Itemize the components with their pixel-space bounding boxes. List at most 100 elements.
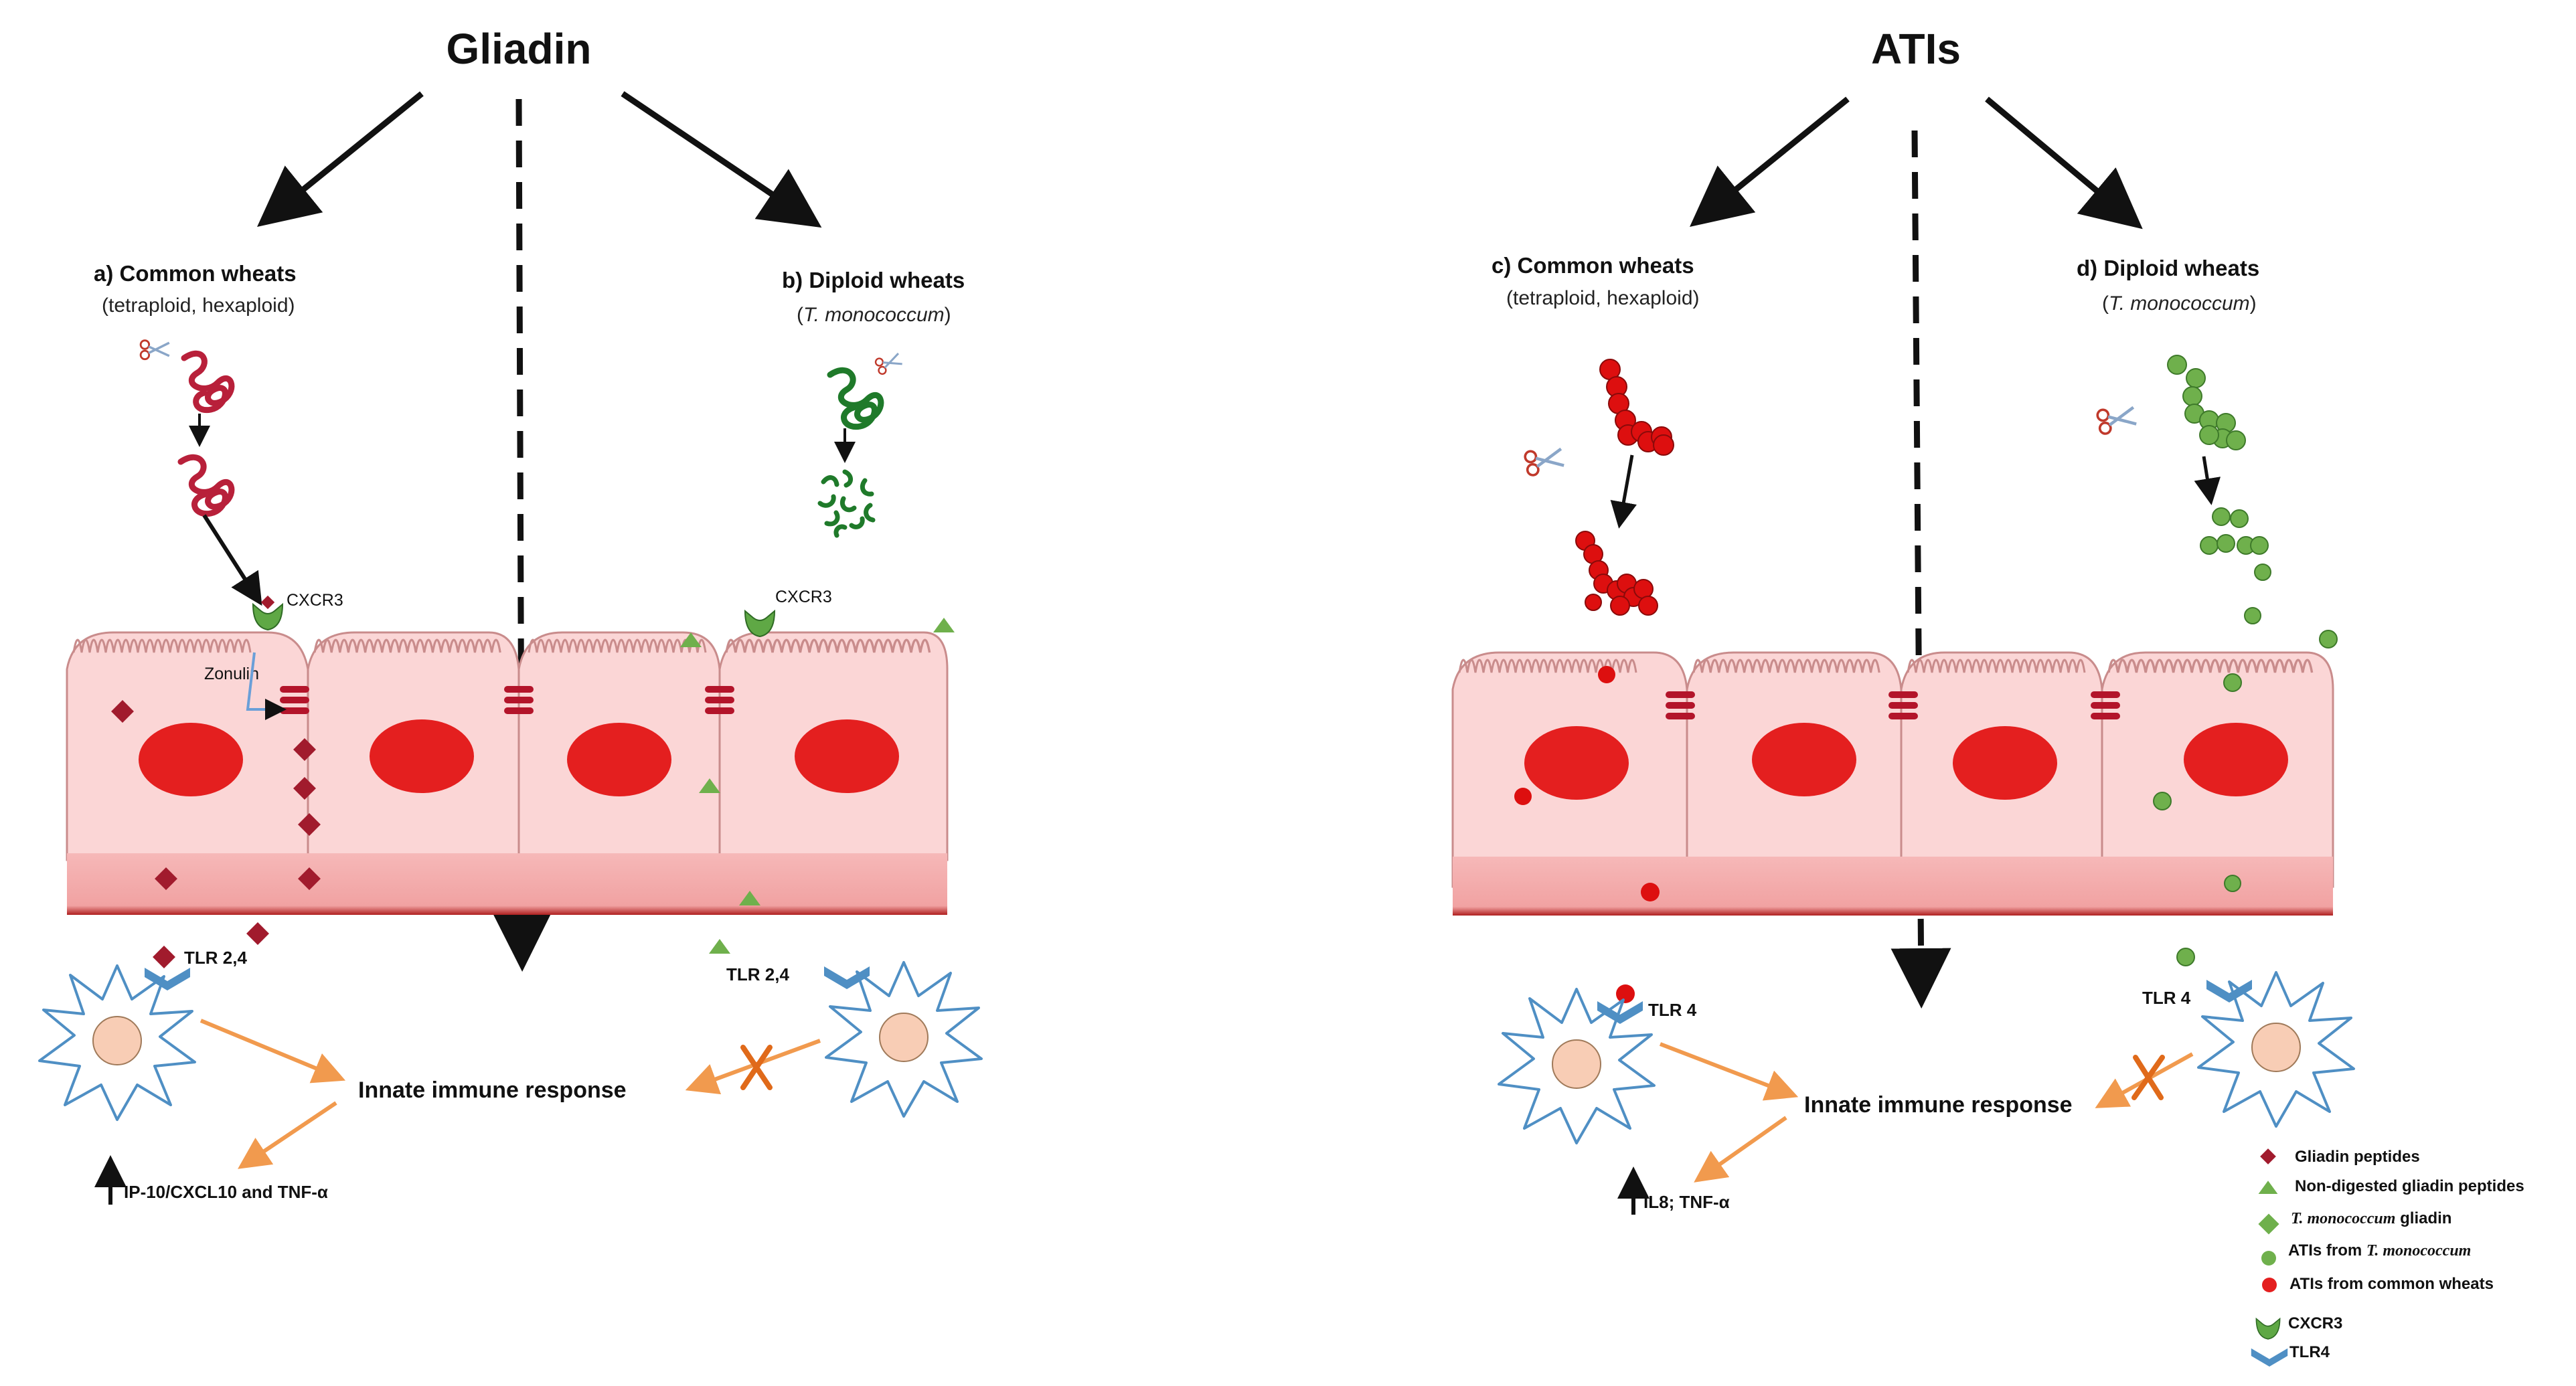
cell-nucleus [1953, 726, 2057, 800]
tlr-label-left-atis: TLR 4 [1648, 1000, 1697, 1020]
digested-gliadin-fragments [817, 469, 876, 538]
tlr-label-right-atis: TLR 4 [2142, 988, 2191, 1008]
gliadin-protein-coil-red-2 [177, 454, 235, 517]
dendritic-cell-left [38, 964, 196, 1121]
non-digested-peptide [933, 618, 955, 632]
note-d-species-name: T. monococcum [2109, 292, 2250, 315]
legend-label-text: ATIs from [2288, 1241, 2366, 1260]
legend-item: ATIs from common wheats [2262, 1275, 2494, 1293]
gliadin-peptide-bound [260, 595, 275, 610]
zonulin-signal-arrow [246, 652, 287, 720]
cell-nucleus [370, 719, 474, 793]
immune-arrow [238, 1101, 337, 1169]
cxcr3-icon [2255, 1318, 2281, 1340]
tlr4-icon [2251, 1348, 2288, 1367]
legend-item: T. monococcum gliadin [2258, 1209, 2451, 1235]
tight-junction [504, 686, 534, 714]
scissors-icon [139, 339, 171, 361]
gliadin-peptide [153, 946, 175, 968]
ati-fragments-red [1575, 531, 1658, 616]
tight-junction [280, 686, 309, 714]
gliadin-title: Gliadin [447, 25, 592, 73]
legend-item: TLR4 [2251, 1343, 2330, 1367]
legend-label: CXCR3 [2288, 1314, 2342, 1332]
note-d-species: (T. monococcum) [2102, 292, 2257, 315]
cell-nucleus [1752, 723, 1856, 796]
arrow-to-common-wheats-atis [1690, 96, 1850, 227]
innate-immune-response-label: Innate immune response [358, 1077, 627, 1103]
red-dot-icon [2262, 1278, 2277, 1292]
ati-fragments-green [2200, 507, 2271, 581]
note-a-ploidy: (tetraploid, hexaploid) [102, 294, 295, 317]
cytokines-label-atis: IL8; TNF-α [1643, 1192, 1730, 1212]
tight-junction [1666, 691, 1695, 719]
note-b-species: (T. monococcum) [797, 304, 951, 326]
legend-label: Non-digested gliadin peptides [2295, 1177, 2524, 1195]
legend-item: CXCR3 [2255, 1314, 2342, 1340]
atis-title: ATIs [1871, 25, 1961, 73]
non-digested-peptide [709, 939, 730, 954]
scissors-icon [1524, 446, 1564, 476]
immune-arrow [199, 1019, 346, 1084]
green-diamond-icon [2258, 1213, 2279, 1235]
cell-nucleus [795, 719, 899, 793]
gliadin-protein-coil-red [181, 350, 235, 414]
cell-nucleus [2184, 723, 2288, 796]
triangle-icon [2258, 1181, 2278, 1194]
label-d-diploid-wheats: d) Diploid wheats [2077, 256, 2259, 280]
digestion-arrow-c [1610, 454, 1637, 529]
legend-item: ATIs from T. monococcum [2261, 1241, 2471, 1266]
gliadin-panel: Gliadin a) Common wheats (tetraploid, he… [38, 25, 983, 1205]
tlr-label-left: TLR 2,4 [184, 948, 247, 968]
legend: Gliadin peptides Non-digested gliadin pe… [2251, 1148, 2524, 1367]
cxcr3-label-left: CXCR3 [287, 591, 343, 610]
ati-green-particles [2153, 607, 2338, 966]
legend-label: Gliadin peptides [2295, 1148, 2420, 1166]
gliadin-peptide-icon [2260, 1148, 2276, 1164]
note-d-open: ( [2102, 292, 2109, 315]
innate-immune-response-label-atis: Innate immune response [1804, 1092, 2073, 1118]
arrow-to-diploid-wheats-atis [1985, 96, 2143, 230]
tight-junction [705, 686, 734, 714]
arrow-to-diploid-wheats [621, 91, 822, 228]
ati-chain-red [1599, 359, 1674, 456]
legend-label-rest: gliadin [2395, 1209, 2451, 1227]
tlr-label-right: TLR 2,4 [726, 964, 789, 984]
gliadin-peptide [246, 922, 269, 945]
scissors-icon [874, 350, 904, 376]
label-c-common-wheats: c) Common wheats [1492, 253, 1694, 278]
label-a-common-wheats: a) Common wheats [94, 261, 297, 286]
legend-item: Gliadin peptides [2260, 1148, 2420, 1166]
gliadin-protein-coil-green [827, 367, 884, 430]
epithelial-layer-gliadin [66, 631, 949, 915]
legend-label: TLR4 [2289, 1343, 2330, 1361]
basement-membrane [1453, 857, 2333, 916]
cell-nucleus [1524, 726, 1629, 800]
legend-label: ATIs from common wheats [2289, 1275, 2494, 1293]
digestion-arrow-d [2194, 456, 2221, 505]
arrow-to-cxcr3 [202, 514, 262, 606]
cell-nucleus [567, 723, 671, 796]
cytokines-label: IP-10/CXCL10 and TNF-α [124, 1182, 328, 1202]
immune-arrow [1659, 1042, 1799, 1101]
legend-label: ATIs from T. monococcum [2288, 1241, 2471, 1260]
cell-nucleus [139, 723, 243, 796]
basement-membrane [67, 853, 947, 915]
label-b-diploid-wheats: b) Diploid wheats [782, 268, 965, 292]
tight-junction [1888, 691, 1918, 719]
legend-label-italic: T. monococcum [2291, 1210, 2395, 1227]
legend-item: Non-digested gliadin peptides [2258, 1177, 2524, 1195]
atis-panel: ATIs c) Common wheats (tetraploid, hexap… [1451, 25, 2355, 1215]
note-c-ploidy: (tetraploid, hexaploid) [1506, 287, 1700, 309]
cxcr3-label-right: CXCR3 [775, 588, 832, 606]
note-d-close: ) [2250, 292, 2257, 315]
arrow-to-common-wheats [257, 91, 424, 227]
immune-arrow [1694, 1116, 1787, 1183]
green-dot-icon [2261, 1251, 2276, 1266]
legend-label-italic: T. monococcum [2366, 1242, 2471, 1260]
scissors-icon [2097, 404, 2137, 434]
note-b-close: ) [945, 304, 951, 326]
note-b-species-name: T. monococcum [803, 304, 945, 326]
legend-label: T. monococcum gliadin [2291, 1209, 2451, 1227]
